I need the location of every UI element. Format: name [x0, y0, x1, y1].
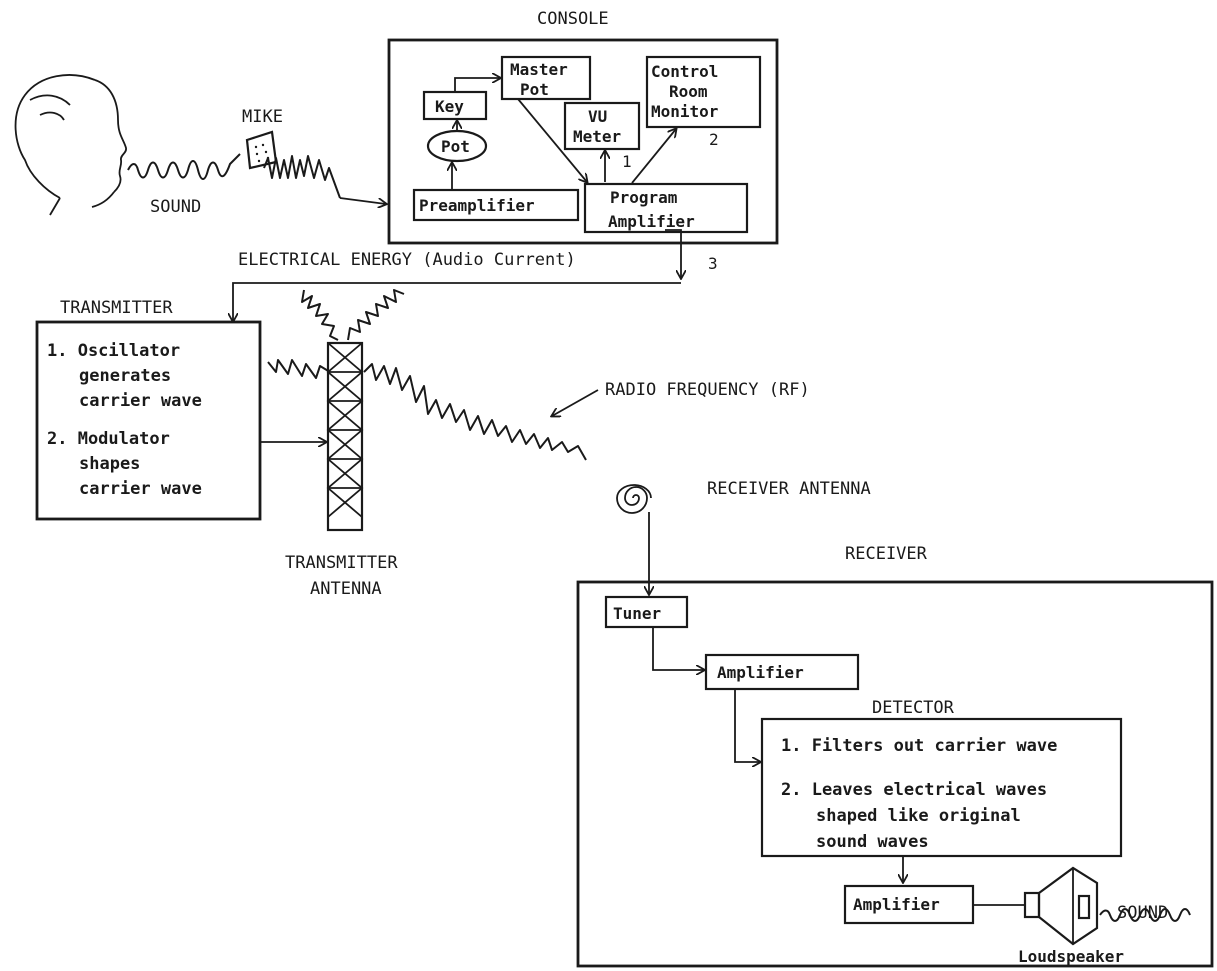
- vu-meter-label-1: VU: [588, 107, 607, 126]
- number-3: 3: [708, 254, 718, 273]
- monitor-label-1: Control: [651, 62, 718, 81]
- transmitter-title: TRANSMITTER: [60, 298, 173, 318]
- amplifier2-label: Amplifier: [853, 895, 940, 914]
- mike-label: MIKE: [242, 107, 283, 127]
- transmitter-antenna-label-2: ANTENNA: [310, 579, 382, 599]
- rf-label: RADIO FREQUENCY (RF): [605, 380, 810, 400]
- transmitter-step1-line1: 1. Oscillator: [47, 341, 180, 361]
- sound-wave: [128, 154, 240, 179]
- arrow-amplifier-to-detector: [735, 690, 760, 762]
- transmitter-step2-line2: shapes: [79, 454, 140, 474]
- detector-step2-line2: shaped like original: [816, 806, 1021, 826]
- amplifier1-label: Amplifier: [717, 663, 804, 682]
- head-illustration: [16, 75, 127, 215]
- monitor-label-2: Room: [669, 82, 708, 101]
- key-label: Key: [435, 97, 464, 116]
- transmitter-step1-line3: carrier wave: [79, 391, 202, 411]
- number-2: 2: [709, 130, 719, 149]
- detector-step2-line3: sound waves: [816, 832, 929, 852]
- detector-step2-line1: 2. Leaves electrical waves: [781, 780, 1047, 800]
- detector-step1: 1. Filters out carrier wave: [781, 736, 1057, 756]
- rf-wave-up-left: [302, 290, 338, 340]
- program-amplifier-label-2: Amplifier: [608, 212, 695, 231]
- receiver-title: RECEIVER: [845, 544, 928, 564]
- tuner-label: Tuner: [613, 604, 661, 623]
- sound-label-left: SOUND: [150, 197, 201, 217]
- preamplifier-label: Preamplifier: [419, 196, 535, 215]
- pot-label: Pot: [441, 137, 470, 156]
- console-title: CONSOLE: [537, 9, 609, 29]
- loudspeaker-icon: [1025, 868, 1097, 944]
- transmitter-antenna-label-1: TRANSMITTER: [285, 553, 398, 573]
- receiver-antenna-label: RECEIVER ANTENNA: [707, 479, 871, 499]
- rf-pointer-arrow: [552, 390, 598, 416]
- transmitter-step2-line3: carrier wave: [79, 479, 202, 499]
- master-pot-label-2: Pot: [520, 80, 549, 99]
- vu-meter-label-2: Meter: [573, 127, 621, 146]
- arrow-to-transmitter: [233, 283, 681, 321]
- sound-label-right: SOUND: [1117, 903, 1168, 923]
- transmitter-step2-line1: 2. Modulator: [47, 429, 170, 449]
- detector-title: DETECTOR: [872, 698, 955, 718]
- program-amplifier-label-1: Program: [610, 188, 678, 207]
- master-pot-label-1: Master: [510, 60, 568, 79]
- monitor-label-3: Monitor: [651, 102, 718, 121]
- receiver-antenna-icon: [617, 485, 651, 513]
- rf-wave-left: [268, 360, 330, 378]
- loudspeaker-label: Loudspeaker: [1018, 947, 1124, 966]
- arrow-to-console: [340, 198, 386, 204]
- arrow-tuner-to-amplifier: [653, 627, 704, 670]
- electrical-energy-label: ELECTRICAL ENERGY (Audio Current): [238, 250, 576, 270]
- mike-cable: [264, 156, 340, 198]
- rf-wave-up-right: [348, 290, 404, 340]
- arrow-key-to-master: [455, 78, 500, 92]
- rf-wave-main: [364, 364, 586, 460]
- console-output-line: [665, 230, 681, 278]
- number-1: 1: [622, 152, 632, 171]
- transmitter-step1-line2: generates: [79, 366, 171, 386]
- microphone-icon: [247, 132, 276, 168]
- transmitter-antenna-icon: [328, 343, 362, 530]
